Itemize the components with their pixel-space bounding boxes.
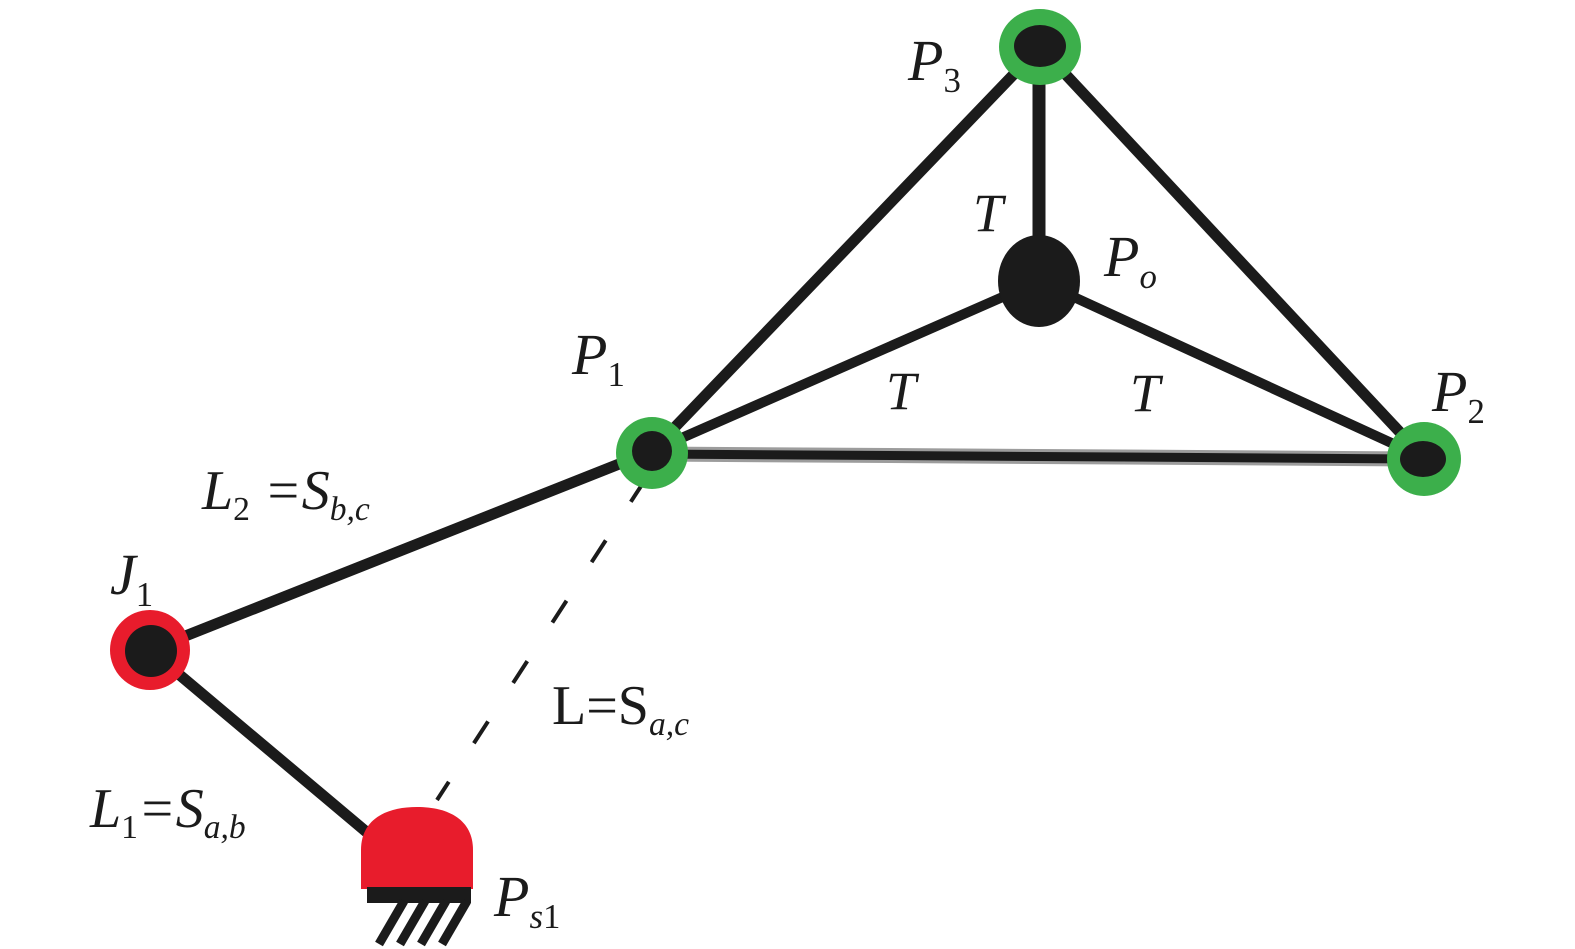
- hatch-stroke: [438, 898, 471, 947]
- label-ps1-main: P: [494, 864, 530, 929]
- label-p1-sub: 1: [607, 354, 625, 394]
- label-l2-name-sub: 2: [233, 491, 250, 529]
- label-l2-sbc: L2 =Sb,c: [202, 460, 370, 527]
- ps1-joint-dome: [361, 807, 473, 889]
- label-l2-name: L: [202, 460, 234, 522]
- link-po-p1: [649, 276, 1042, 456]
- label-ps1-sub-letter: s: [529, 896, 543, 936]
- label-p3-main: P: [908, 28, 944, 93]
- label-po-sub: o: [1139, 256, 1157, 296]
- label-l1-eq: =S: [137, 778, 204, 840]
- link-j1-ps1: [146, 645, 386, 850]
- hatch-stroke: [417, 898, 450, 947]
- label-torque-left: T: [886, 361, 917, 421]
- link-po-p2: [1036, 276, 1427, 463]
- node-j1-center: [125, 625, 177, 677]
- label-ps1-sub-digit: 1: [542, 896, 561, 936]
- label-j1: J1: [110, 546, 153, 612]
- label-po-main: P: [1104, 224, 1140, 289]
- label-p1: P1: [572, 326, 625, 392]
- label-ps1: Ps1: [494, 868, 560, 934]
- label-l1-name: L: [90, 778, 122, 840]
- label-l-sac: L=Sa,c: [552, 675, 689, 742]
- label-p2-main: P: [1432, 359, 1468, 424]
- label-p3-sub: 3: [943, 60, 961, 100]
- node-po: [998, 235, 1080, 327]
- label-p1-main: P: [572, 322, 608, 387]
- node-p2-center: [1400, 441, 1446, 477]
- label-l1-sab: L1=Sa,b: [90, 778, 246, 845]
- link-p1-p2: [651, 449, 1425, 464]
- label-torque-upper: T: [973, 183, 1004, 243]
- label-p3: P3: [908, 32, 961, 98]
- node-p3-center: [1014, 25, 1066, 67]
- label-j1-main: J: [110, 542, 136, 607]
- link-p1-p3: [648, 43, 1044, 455]
- label-l2-eq: =S: [249, 460, 330, 522]
- label-l-eq: =S: [586, 675, 649, 737]
- label-po: Po: [1104, 228, 1157, 294]
- link-p1-j1: [147, 445, 655, 656]
- label-l2-eq-sub: b,c: [329, 491, 370, 529]
- label-l1-name-sub: 1: [121, 809, 138, 847]
- ground-bar: [367, 887, 471, 903]
- hatch-stroke: [396, 898, 429, 947]
- label-p2-sub: 2: [1467, 391, 1485, 431]
- link-p3-p2: [1035, 43, 1429, 462]
- label-l-eq-sub: a,c: [648, 706, 690, 744]
- label-torque-right: T: [1130, 363, 1161, 423]
- label-l-name: L: [552, 675, 587, 737]
- label-j1-sub: 1: [135, 574, 154, 614]
- label-p2: P2: [1432, 363, 1485, 429]
- ground-hatching: [375, 898, 471, 947]
- node-p1-center: [632, 431, 672, 471]
- hatch-stroke: [375, 898, 408, 947]
- label-l1-eq-sub: a,b: [203, 809, 246, 847]
